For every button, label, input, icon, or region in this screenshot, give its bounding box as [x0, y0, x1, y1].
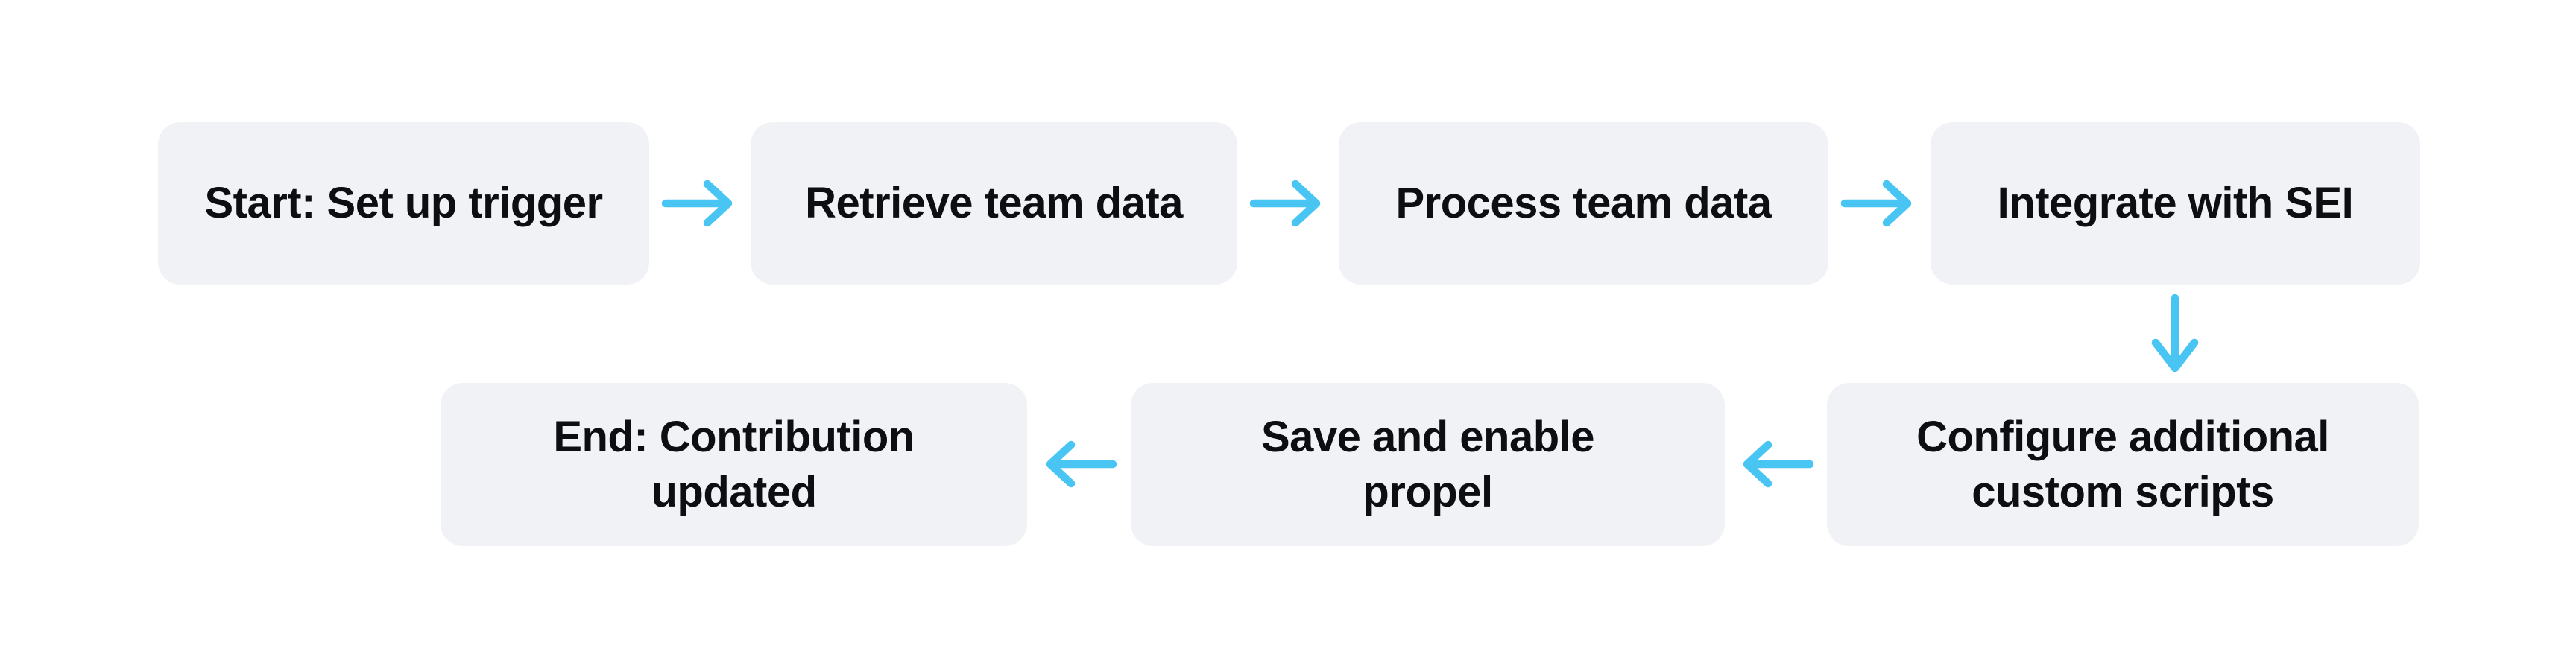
left-arrow-icon-save-to-end — [1040, 437, 1117, 491]
right-arrow-icon-retrieve-to-process — [1249, 177, 1327, 230]
node-process-team-data: Process team data — [1339, 122, 1828, 285]
node-label: Integrate with SEI — [1997, 179, 2354, 228]
node-label: End: Contribution updated — [553, 413, 915, 516]
node-label: Start: Set up trigger — [204, 179, 603, 228]
right-arrow-icon-process-to-integrate — [1840, 177, 1918, 230]
down-arrow-icon-integrate-to-configure — [2148, 294, 2202, 377]
right-arrow-icon-start-to-retrieve — [661, 177, 739, 230]
node-save-and-enable-propel: Save and enable propel — [1131, 383, 1725, 546]
node-label: Save and enable propel — [1260, 413, 1595, 516]
node-label: Process team data — [1395, 179, 1772, 228]
node-label: Retrieve team data — [805, 179, 1183, 228]
node-integrate-with-sei: Integrate with SEI — [1931, 122, 2420, 285]
node-retrieve-team-data: Retrieve team data — [751, 122, 1237, 285]
node-configure-additional-custom-scripts: Configure additional custom scripts — [1827, 383, 2419, 546]
left-arrow-icon-configure-to-save — [1737, 437, 1814, 491]
node-end-contribution-updated: End: Contribution updated — [441, 383, 1027, 546]
node-label: Configure additional custom scripts — [1916, 413, 2329, 516]
node-start-set-up-trigger: Start: Set up trigger — [158, 122, 649, 285]
